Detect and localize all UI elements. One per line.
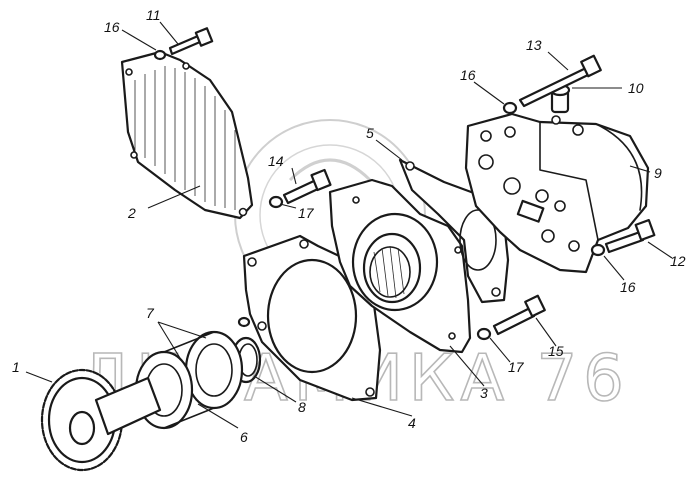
part-16-washer-top: [153, 49, 167, 61]
callout-3: 3: [480, 385, 488, 401]
callout-15: 15: [548, 343, 564, 359]
callout-1: 1: [12, 359, 20, 375]
callout-14: 14: [268, 153, 284, 169]
callout-5: 5: [366, 125, 374, 141]
part-1-gear: [40, 368, 162, 472]
callout-4: 4: [408, 415, 416, 431]
part-3-housing: [328, 178, 472, 354]
part-16-washer-mid: [502, 101, 518, 115]
callout-17-right: 17: [508, 359, 525, 375]
callout-11: 11: [146, 7, 161, 23]
callout-9: 9: [654, 165, 662, 181]
part-16-washer-right: [590, 243, 606, 257]
part-17-washer-left: [268, 195, 284, 209]
callout-8: 8: [298, 399, 306, 415]
leader-lines: [25, 21, 673, 429]
callout-12: 12: [670, 253, 686, 269]
callout-6: 6: [240, 429, 248, 445]
callout-16-top: 16: [104, 19, 120, 35]
callout-7: 7: [146, 305, 155, 321]
callout-17-left: 17: [298, 205, 315, 221]
callout-2: 2: [127, 205, 136, 221]
callout-13: 13: [526, 37, 542, 53]
part-15-bolt: [492, 294, 546, 336]
part-13-bolt: [518, 54, 602, 108]
part-2-cover-plate: [120, 50, 254, 220]
part-12-bolt: [604, 218, 656, 254]
callout-16-mid: 16: [460, 67, 476, 83]
callout-labels: 11 16 2 14 17 5 16 13 10 9 12 16 15 17 3…: [12, 7, 686, 445]
part-9-pump-body: [464, 112, 650, 274]
callout-10: 10: [628, 80, 644, 96]
part-11-bolt: [168, 27, 214, 56]
part-17-washer-right: [476, 327, 492, 341]
part-14-bolt: [282, 168, 332, 205]
callout-16-right: 16: [620, 279, 636, 295]
